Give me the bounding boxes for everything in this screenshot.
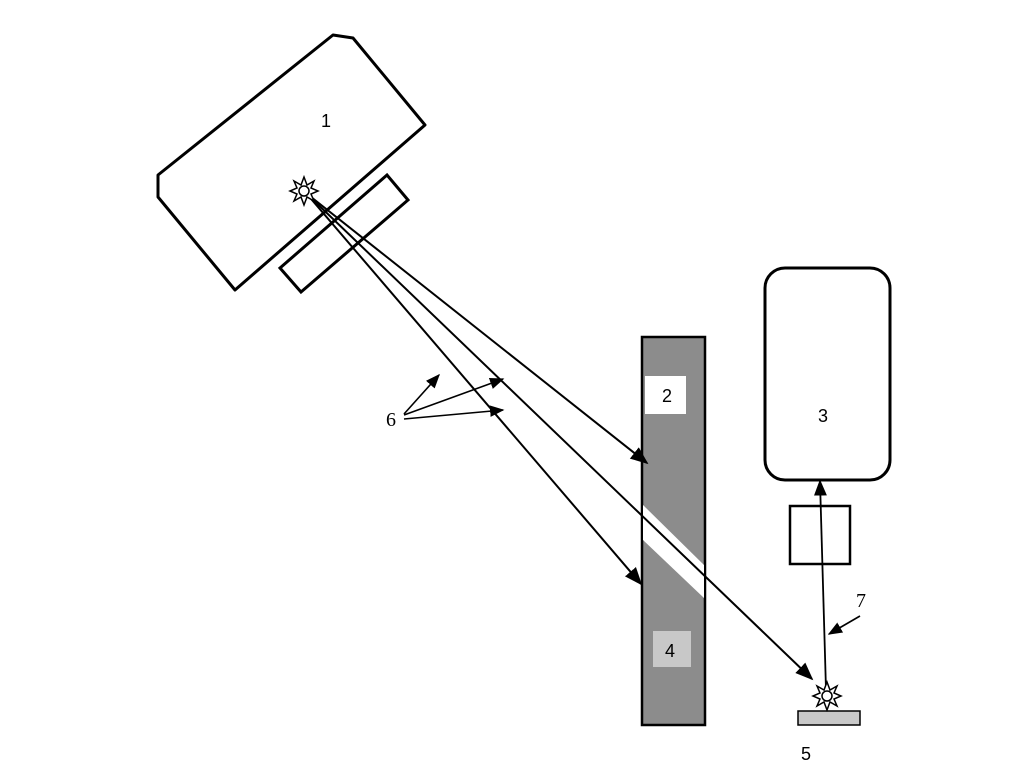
window-marker-lower-label: 4: [665, 641, 675, 661]
target-starburst-icon: [811, 679, 843, 713]
window-marker-lower: [653, 631, 691, 667]
beams-pointer-3: [403, 405, 505, 420]
window-marker-upper-label: 2: [662, 386, 672, 406]
barrier-beam-gap: [643, 505, 704, 598]
detector-unit-label: 3: [818, 406, 828, 426]
source-filter-plate: [277, 172, 411, 295]
beam-middle: [305, 192, 814, 681]
target-label: 5: [801, 744, 811, 764]
source-unit-label: 1: [321, 111, 331, 131]
beam-lower: [305, 192, 643, 586]
detector-lens-box: [788, 504, 852, 566]
source-unit-housing: [156, 33, 427, 292]
return-beam-pointer: [827, 615, 861, 635]
detector-unit-housing: [763, 266, 892, 482]
beams-label: 6: [386, 409, 396, 431]
beams-pointer-1: [403, 373, 440, 415]
beam-upper: [305, 192, 649, 465]
target-plate: [797, 710, 861, 726]
window-marker-upper: [645, 376, 686, 414]
return-beam-label: 7: [856, 590, 866, 612]
beams-pointer-2: [403, 378, 505, 416]
return-beam: [813, 479, 827, 691]
source-starburst-icon: [288, 174, 320, 208]
